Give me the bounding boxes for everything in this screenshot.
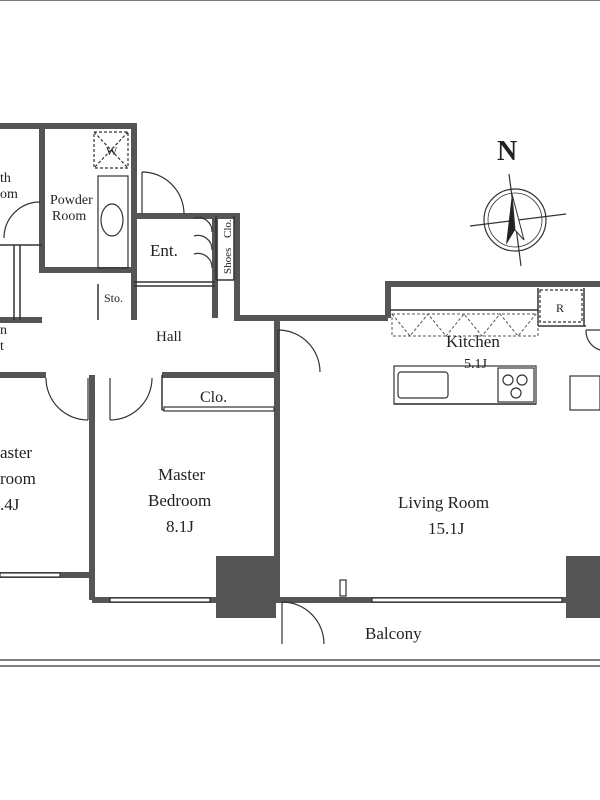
label-bath: th — [0, 171, 11, 186]
washer-box — [93, 131, 129, 169]
right-box — [569, 375, 600, 411]
label-bedroom2-size: .4J — [0, 495, 20, 514]
windows — [0, 406, 563, 603]
compass-inner-ring — [487, 192, 543, 248]
label-master-bedroom-2: Bedroom — [148, 491, 211, 510]
label-bedroom2-2: room — [0, 469, 36, 488]
compass-rose: N — [469, 136, 567, 267]
label-bath-2: om — [0, 187, 18, 202]
label-washer: W — [106, 144, 118, 158]
door-living — [277, 329, 321, 373]
sink-icon — [100, 203, 124, 237]
label-master-bedroom-size: 8.1J — [166, 517, 194, 536]
column-bedroom — [216, 556, 276, 618]
wall-bath-divider — [39, 126, 134, 273]
room-labels: th om Powder Room W Ent. Shoes Clo. Sto.… — [0, 144, 564, 643]
compass-outer-ring — [483, 188, 547, 252]
kitchen-sink-icon — [397, 371, 449, 399]
doors — [3, 171, 600, 645]
label-master-bedroom-1: Master — [158, 465, 206, 484]
compass-north-label: N — [497, 136, 517, 167]
label-shoes-clo: Clo. — [222, 219, 234, 238]
label-kitchen: Kitchen — [446, 332, 500, 351]
door-master-bedroom — [109, 377, 153, 421]
fridge-box — [539, 289, 583, 323]
label-living-room: Living Room — [398, 493, 489, 512]
label-walkin-2: t — [0, 339, 4, 354]
label-entrance: Ent. — [150, 241, 178, 260]
label-bedroom2-1: aster — [0, 443, 32, 462]
vanity-counter — [97, 175, 129, 269]
label-living-room-size: 15.1J — [428, 519, 465, 538]
door-bath — [3, 201, 41, 239]
cooktop-icon — [497, 367, 535, 403]
label-kitchen-size: 5.1J — [464, 357, 488, 372]
partitions — [0, 216, 586, 411]
label-closet: Clo. — [200, 389, 227, 406]
frame-lines — [0, 0, 600, 667]
wall-kitchen-top — [385, 281, 600, 318]
label-walkin-1: n — [0, 323, 7, 338]
label-hall: Hall — [156, 329, 182, 345]
label-refrigerator: R — [556, 301, 564, 315]
door-bedroom2 — [45, 377, 89, 421]
fixtures — [93, 131, 600, 597]
door-balcony — [281, 601, 325, 645]
label-powder-room-1: Powder — [50, 193, 93, 208]
label-storage: Sto. — [104, 291, 123, 305]
label-shoes: Shoes — [222, 248, 234, 274]
column-living — [566, 556, 600, 618]
kitchen-upper-cabinets — [391, 313, 539, 337]
shoes-shelf — [193, 216, 213, 269]
door-entrance — [141, 171, 185, 215]
columns — [216, 556, 600, 618]
label-powder-room-2: Room — [52, 209, 86, 224]
label-balcony: Balcony — [365, 624, 422, 643]
door-right — [585, 329, 600, 351]
kitchen-counter — [393, 365, 537, 405]
wall-entrance — [134, 213, 388, 321]
